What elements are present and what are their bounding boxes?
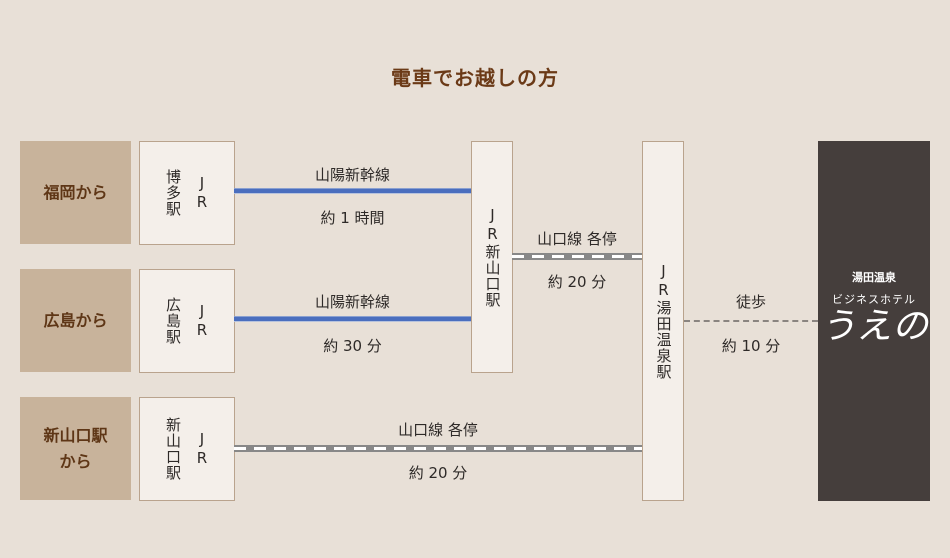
travel-time: 約 20 分 [408, 464, 468, 482]
line-label: 山陽新幹線 [314, 293, 390, 311]
shinkansen-line-1 [234, 188, 471, 194]
hotel-area: 湯田温泉 [852, 271, 896, 284]
station-name: JR新山口駅 [483, 206, 502, 308]
station-jr-shinyamaguchi: JR新山口駅 [471, 141, 513, 373]
shinkansen-line-2 [234, 316, 471, 322]
travel-time: 約 20 分 [547, 273, 607, 291]
origin-hiroshima: 広島から [20, 269, 131, 372]
local-line-3 [234, 445, 642, 452]
station-hakata: 博多駅 JR [139, 141, 235, 245]
origin-label: 新山口駅から [43, 425, 108, 471]
local-line-transfer [512, 253, 642, 260]
hotel-logo: うえの [819, 306, 928, 347]
origin-fukuoka: 福岡から [20, 141, 131, 244]
station-name: JR湯田温泉駅 [654, 262, 673, 380]
station-name: 広島駅 [164, 297, 182, 345]
walking-path [684, 320, 818, 322]
station-jr-yudaonsen: JR湯田温泉駅 [642, 141, 684, 501]
line-label: 山口線 各停 [398, 421, 478, 439]
station-shinyamaguchi: 新山口駅 JR [139, 397, 235, 501]
page-title: 電車でお越しの方 [391, 66, 559, 90]
walk-time: 約 10 分 [721, 337, 781, 355]
station-name: 博多駅 [164, 169, 182, 217]
hotel-panel: 湯田温泉 ビジネスホテル うえの [818, 141, 930, 501]
station-name: 新山口駅 [164, 417, 182, 481]
station-jr: JR [193, 302, 211, 340]
station-hiroshima: 広島駅 JR [139, 269, 235, 373]
travel-time: 約 1 時間 [320, 209, 385, 227]
station-jr: JR [193, 430, 211, 468]
origin-shinyamaguchi: 新山口駅から [20, 397, 131, 500]
line-label: 山陽新幹線 [314, 166, 390, 184]
hotel-type: ビジネスホテル [832, 293, 916, 306]
line-label: 山口線 各停 [537, 230, 617, 248]
station-jr: JR [193, 174, 211, 212]
walk-label: 徒歩 [735, 293, 766, 311]
travel-time: 約 30 分 [323, 337, 382, 355]
